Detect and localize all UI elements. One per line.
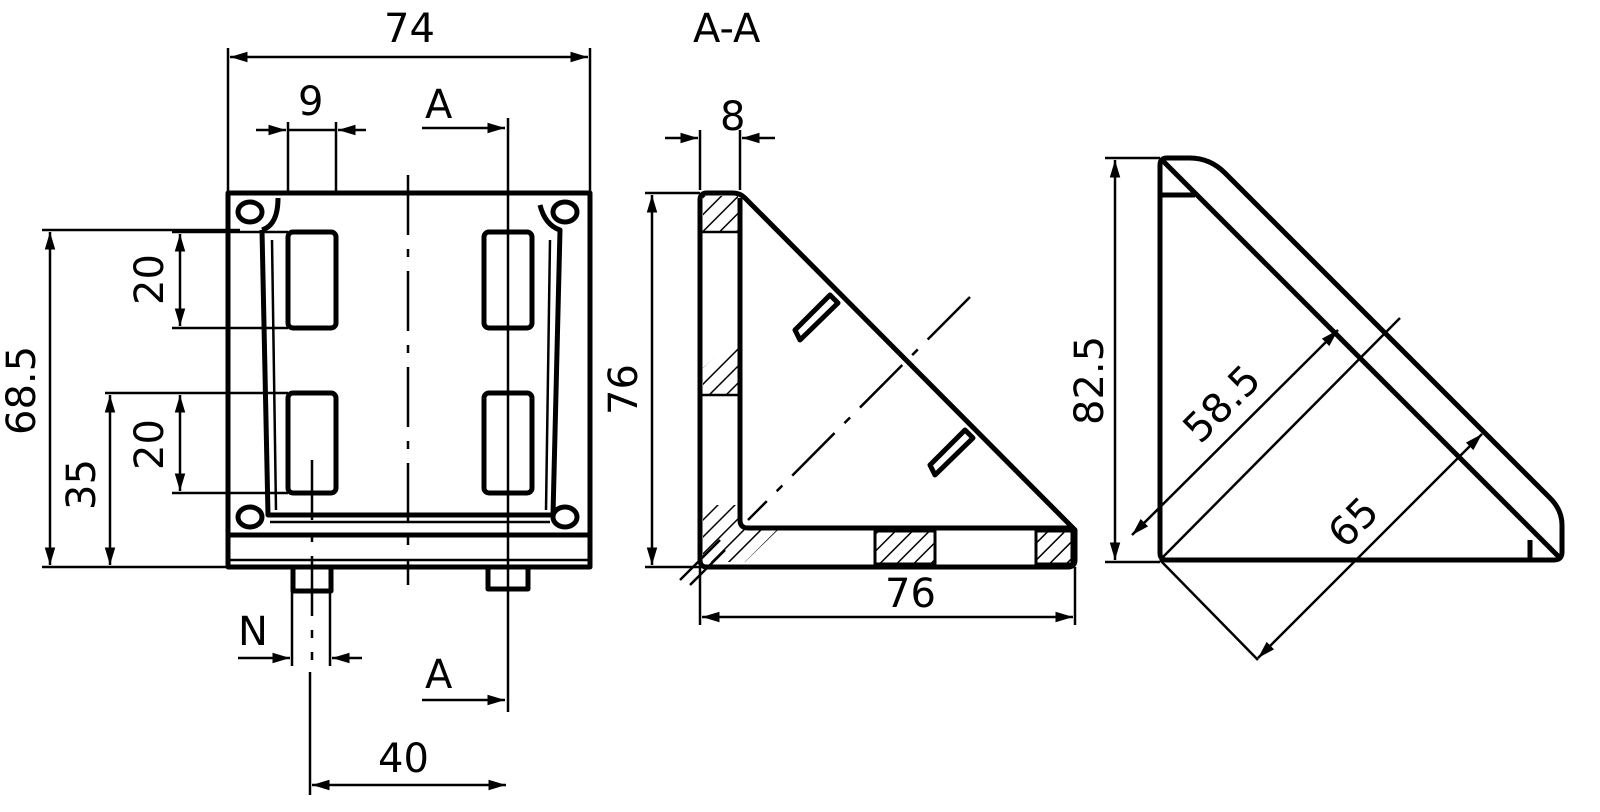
section-view: A-A 8 76: [645, 6, 1078, 625]
side-view: 82.5 58.5 65: [1067, 155, 1565, 661]
dim-width: 74: [384, 6, 435, 52]
mounting-holes: [235, 199, 580, 530]
dim-diagonal-inner: 58.5: [1175, 357, 1271, 453]
dim-side-height: 76: [601, 364, 647, 415]
dim-slot-lower: 20: [127, 419, 173, 470]
section-mark-bottom: A: [425, 652, 453, 698]
section-mark-top: A: [425, 82, 453, 128]
dim-plate-thickness: 8: [720, 94, 745, 140]
dim-lower-height: 35: [59, 459, 105, 510]
dim-hole-spacing: 40: [378, 736, 429, 782]
slots: [285, 229, 535, 496]
nut-label: N: [238, 609, 268, 655]
dim-overall-height: 68.5: [0, 346, 45, 435]
dim-base-length: 76: [885, 571, 936, 617]
dim-height: 82.5: [1067, 336, 1113, 425]
dim-slot-width: 9: [298, 79, 323, 125]
dim-diagonal-outer: 65: [1320, 489, 1389, 558]
section-title: A-A: [693, 6, 761, 52]
front-view: A A 74 9 20 20 68.5 35 76 N: [0, 6, 647, 795]
dim-slot-upper: 20: [127, 254, 173, 305]
